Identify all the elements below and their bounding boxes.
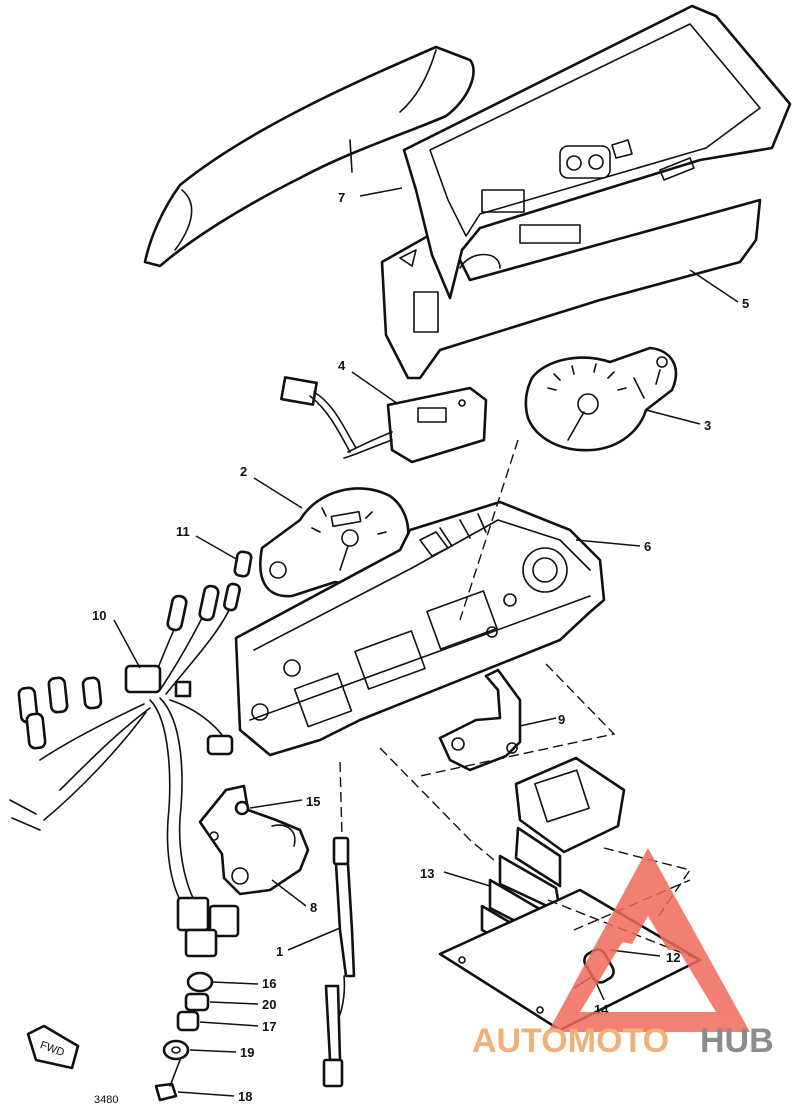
watermark-text-a: AUTOMOTO [472,1022,669,1060]
callout-15: 15 [306,794,320,809]
damper-part-17 [176,1010,200,1032]
visor-cover-part-7 [143,45,475,268]
stay-part-8 [198,784,310,896]
callout-10: 10 [92,608,106,623]
grommet-part-16 [186,971,214,993]
callout-9: 9 [558,712,565,727]
watermark-text-b: HUB [700,1022,774,1060]
callout-4: 4 [338,358,346,373]
screw-part-15 [234,800,250,816]
fwd-arrow: FWD [26,1024,80,1070]
callout-19: 19 [240,1045,254,1060]
callout-labels: 7 5 4 3 2 6 11 10 9 15 8 1 13 12 14 16 2… [92,190,749,1104]
tachometer-face-part-3 [524,346,678,452]
meter-case-part-6 [234,500,606,757]
callout-13: 13 [420,866,434,881]
callout-17: 17 [262,1019,276,1034]
leader-lines [113,187,739,1097]
callout-8: 8 [310,900,317,915]
washer-part-19 [162,1039,190,1061]
meter-housing-part-5 [380,4,792,380]
callout-2: 2 [240,464,247,479]
callout-12: 12 [666,950,680,965]
fastener-stack [154,971,214,1102]
bulb-socket-part-11 [233,550,253,578]
callout-11: 11 [176,524,190,539]
callout-6: 6 [644,539,651,554]
bracket-part-9 [438,668,522,772]
drawing-code: 3480 [94,1094,118,1105]
callout-3: 3 [704,418,711,433]
speedometer-cable-part-1 [322,761,356,1088]
wire-harness-part-10 [9,582,241,958]
bolt-part-18 [154,1082,178,1102]
callout-5: 5 [742,296,749,311]
callout-16: 16 [262,976,276,991]
callout-1: 1 [276,944,283,959]
callout-20: 20 [262,997,276,1012]
watermark-logo [548,848,750,1032]
collar-part-20 [184,992,210,1012]
callout-18: 18 [238,1089,252,1104]
indicator-unit-part-4 [280,376,488,464]
callout-7: 7 [338,190,345,205]
